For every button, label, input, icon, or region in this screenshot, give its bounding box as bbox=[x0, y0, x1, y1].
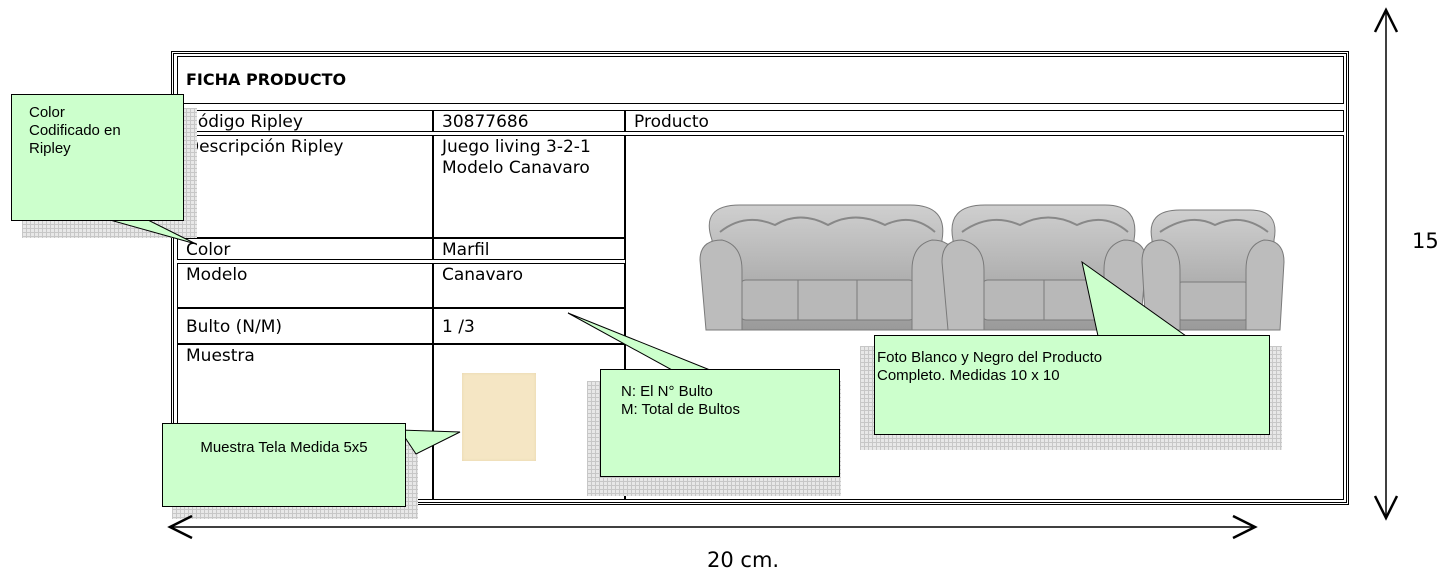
width-dimension-label: 20 cm. bbox=[707, 548, 780, 572]
label-bulto: Bulto (N/M) bbox=[177, 308, 433, 344]
label-codigo: Código Ripley bbox=[177, 110, 433, 132]
bulto-callout-line1: N: El N° Bulto bbox=[621, 383, 713, 400]
bulto-callout: N: El N° Bulto M: Total de Bultos bbox=[600, 369, 840, 477]
value-codigo: 30877686 bbox=[433, 110, 625, 132]
value-color: Marfil bbox=[433, 238, 625, 260]
foto-callout-line1: Foto Blanco y Negro del Producto bbox=[877, 349, 1103, 366]
bulto-callout-line2: M: Total de Bultos bbox=[621, 401, 740, 418]
armchair bbox=[1141, 209, 1285, 331]
color-callout: Color Codificado en Ripley bbox=[11, 94, 184, 221]
value-modelo: Canavaro bbox=[433, 263, 625, 308]
two-seat-sofa bbox=[941, 204, 1147, 331]
product-header: Producto bbox=[625, 110, 1344, 132]
sheet-title: FICHA PRODUCTO bbox=[177, 56, 1344, 104]
fabric-swatch bbox=[462, 373, 536, 461]
muestra-callout: Muestra Tela Medida 5x5 bbox=[162, 423, 406, 507]
muestra-callout-text: Muestra Tela Medida 5x5 bbox=[200, 439, 368, 456]
value-descripcion: Juego living 3-2-1 Modelo Canavaro bbox=[433, 135, 625, 238]
label-modelo: Modelo bbox=[177, 263, 433, 308]
color-callout-text: Color Codificado en Ripley bbox=[29, 104, 121, 157]
foto-callout: Foto Blanco y Negro del Producto Complet… bbox=[874, 335, 1270, 435]
product-sheet-frame bbox=[171, 51, 1349, 505]
foto-callout-line2: Completo. Medidas 10 x 10 bbox=[877, 367, 1060, 384]
label-descripcion: Descripción Ripley bbox=[177, 135, 433, 238]
height-dimension-label: 15 bbox=[1412, 229, 1439, 253]
label-color: Color bbox=[177, 238, 433, 260]
